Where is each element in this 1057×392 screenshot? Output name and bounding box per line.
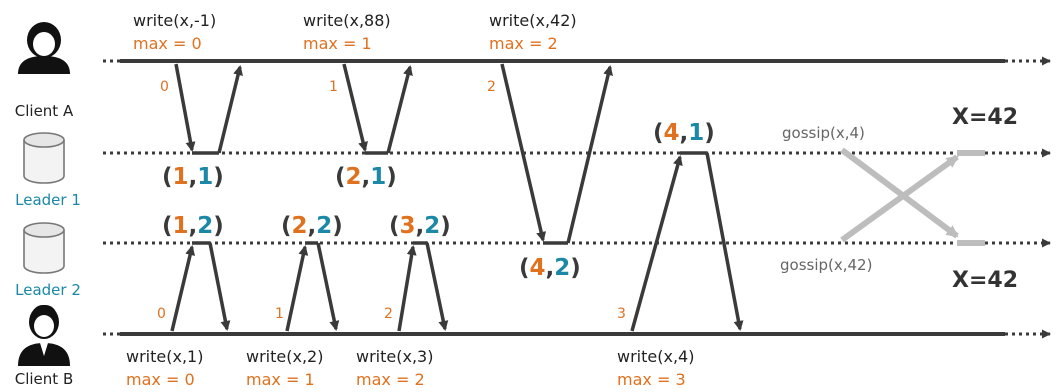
- client-a-write-2-exchange: [500, 63, 614, 245]
- client-a-person-icon: [18, 22, 70, 74]
- timestamp-1-1: (1,1): [162, 164, 224, 190]
- client-a-op-1-label: write(x,88): [303, 11, 391, 30]
- leader-2-label: Leader 2: [15, 281, 81, 299]
- client-b-write-2-exchange: [397, 241, 449, 332]
- leader-1-final-value: X=42: [952, 105, 1018, 130]
- client-b-write-3-exchange: [630, 151, 744, 332]
- client-b-seq-1: 1: [275, 306, 284, 322]
- gossip-to-leader-2-label: gossip(x,4): [782, 124, 865, 142]
- gossip-arrows: [840, 147, 985, 246]
- client-a-op-0-label: write(x,-1): [133, 11, 216, 30]
- leader-2-final-value: X=42: [952, 268, 1018, 293]
- client-b-op-3-label: write(x,4): [617, 347, 694, 366]
- client-a-seq-1: 1: [329, 79, 338, 95]
- client-b-max-2-label: max = 2: [356, 370, 425, 389]
- client-a-seq-0: 0: [160, 79, 169, 95]
- gossip-to-leader-1-label: gossip(x,42): [780, 256, 872, 274]
- client-b-seq-0: 0: [157, 306, 166, 322]
- client-a-op-2-label: write(x,42): [489, 11, 577, 30]
- client-b-max-0-label: max = 0: [126, 370, 195, 389]
- timestamp-2-1: (2,1): [335, 164, 397, 190]
- client-b-op-1-label: write(x,2): [246, 347, 323, 366]
- leader-1-label: Leader 1: [15, 191, 81, 209]
- client-b-max-3-label: max = 3: [617, 370, 686, 389]
- client-b-person-icon: [18, 304, 70, 366]
- client-a-max-1-label: max = 1: [303, 34, 372, 53]
- timestamp-2-2: (2,2): [281, 213, 343, 239]
- client-a-max-0-label: max = 0: [133, 34, 202, 53]
- client-b-max-1-label: max = 1: [246, 370, 315, 389]
- client-b-seq-3: 3: [617, 306, 626, 322]
- client-a-write-1-exchange: [342, 63, 413, 155]
- client-a-max-2-label: max = 2: [489, 34, 558, 53]
- client-a-write-0-exchange: [174, 63, 243, 155]
- client-b-op-2-label: write(x,3): [356, 347, 433, 366]
- client-b-label: Client B: [15, 370, 73, 388]
- timestamp-4-1: (4,1): [653, 120, 715, 146]
- timestamp-4-2: (4,2): [519, 255, 581, 281]
- client-b-write-1-exchange: [285, 241, 340, 332]
- leader-2-database-icon: [23, 222, 65, 274]
- client-b-write-0-exchange: [170, 241, 231, 332]
- leader-1-database-icon: [23, 132, 65, 184]
- timestamp-3-2: (3,2): [389, 213, 451, 239]
- client-a-seq-2: 2: [487, 79, 496, 95]
- client-a-label: Client A: [15, 102, 74, 120]
- client-b-seq-2: 2: [384, 306, 393, 322]
- timestamp-1-2: (1,2): [162, 213, 224, 239]
- client-b-op-0-label: write(x,1): [126, 347, 203, 366]
